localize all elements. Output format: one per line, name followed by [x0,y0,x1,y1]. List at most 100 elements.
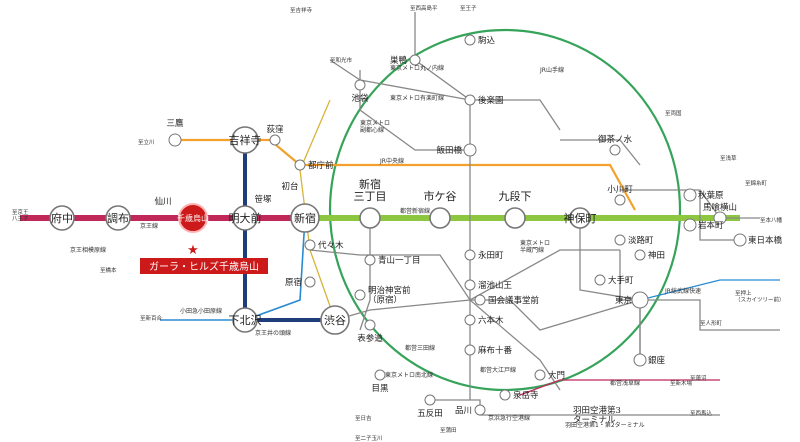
line-labels: JR山手線JR中央線京王線京王相模原線京王井の頭線小田急小田原線東京メトロ丸ノ内… [12,4,785,442]
station-marker-korakuen[interactable] [464,94,476,106]
station-marker-shinjuku3[interactable] [359,207,381,229]
station-marker-omotesando[interactable] [364,319,376,331]
line-label-metro_yurakucho: 東京メトロ有楽町線 [390,94,444,102]
station-label-shinjuku: 新宿 [294,211,316,225]
station-marker-ochanomizu[interactable] [609,144,621,156]
station-marker-sugamo[interactable] [409,54,421,66]
station-label-akihabara: 秋葉原 [698,190,724,201]
station-label-sengakuji: 泉岳寺 [513,390,539,401]
station-label-aoyama1: 青山一丁目 [378,255,421,266]
station-marker-awajicho[interactable] [614,234,626,246]
line-label-toei_oedo: 都営大江戸線 [480,366,516,374]
station-marker-komagome[interactable] [464,34,476,46]
station-marker-yoyogi[interactable] [304,239,316,251]
station-marker-meijijingu[interactable] [354,289,366,301]
station-marker-nagatacho[interactable] [464,249,476,261]
station-marker-jimbocho[interactable] [569,207,591,229]
highlight-banner [140,258,268,274]
station-marker-iwamotocho[interactable] [683,218,697,232]
station-marker-sengakuji[interactable] [499,389,511,401]
station-label-kichijoji: 吉祥寺 [229,133,262,147]
highlight-banner-label: ガーラ・ヒルズ千歳烏山 [149,260,259,273]
station-marker-akihabara[interactable] [683,188,697,202]
station-marker-tochomae[interactable] [294,159,306,171]
station-label-ochanomizu: 御茶ノ水 [598,134,633,145]
metro-line-i [579,218,641,360]
terminal-label-north_sugamo: 至西高島平 [410,4,438,12]
station-label-tameikesanno: 溜池山王 [478,280,513,291]
metro-line-b [414,12,471,150]
station-marker-ginza[interactable] [633,353,647,367]
station-marker-shinagawa[interactable] [474,404,486,416]
station-marker-mitaka[interactable] [168,133,182,147]
station-label-kudanshita: 九段下 [499,189,532,203]
station-marker-iidabashi[interactable] [463,143,477,157]
station-label-ichigaya: 市ケ谷 [424,189,457,203]
station-marker-ichigaya[interactable] [429,207,451,229]
station-marker-shimokitazawa[interactable] [232,307,258,333]
station-marker-higashinihombashi[interactable] [733,233,747,247]
odakyu-line [160,217,306,321]
station-marker-fuchu[interactable] [49,205,75,231]
metro-line-o [639,279,780,301]
station-marker-ogawamachi[interactable] [614,194,626,206]
station-label-otemachi: 大手町 [608,275,634,286]
line-label-jr_chuo: JR中央線 [379,157,404,165]
station-marker-roppongi[interactable] [464,314,476,326]
station-label-sengawa: 仙川 [154,196,171,207]
station-marker-meidaimae[interactable] [232,205,258,231]
station-label-chofu: 調布 [107,211,129,225]
station-marker-kokkaigijidomae[interactable] [474,294,486,306]
line-label-keio_line: 京王線 [140,222,158,230]
station-marker-shibuya[interactable] [320,305,350,335]
station-marker-otemachi[interactable] [594,274,606,286]
station-marker-tameikesanno[interactable] [464,279,476,291]
station-marker-harajuku[interactable] [304,276,316,288]
terminal-label-south_meguro: 至日吉 [355,415,372,422]
metro-line-j [640,299,780,331]
station-marker-bakuroyokoyama[interactable] [713,211,727,225]
station-marker-ikebukuro[interactable] [354,79,366,91]
station-marker-azabujuban[interactable] [464,344,476,356]
station-label-hatsudai: 初台 [281,181,298,192]
terminal-label-shibuya_label: 至二子玉川 [355,435,383,442]
metro-line-l [699,190,740,241]
line-label-metro_fukutoshin: 東京メトロ副都心線 [360,119,390,134]
station-label-nagatacho: 永田町 [478,250,504,261]
line-label-metro_marunouchi: 東京メトロ丸ノ内線 [390,64,444,72]
station-label-komagome: 駒込 [478,35,496,46]
station-label-meidaimae: 明大前 [229,211,262,225]
station-marker-tokyo[interactable] [631,291,649,309]
station-markers [49,34,747,416]
station-marker-gotanda[interactable] [424,394,436,406]
terminal-label-east_asakusa: 至浅草 [720,154,737,162]
station-marker-kanda[interactable] [634,249,646,261]
station-marker-kichijoji[interactable] [231,126,259,154]
station-marker-daimon[interactable] [534,369,546,381]
highlight-station-marker[interactable] [178,203,208,233]
station-label-shinjuku3: 新宿三丁目 [354,177,387,203]
station-label-ogawamachi: 小川町 [607,184,633,195]
station-label-tokyo: 東京 [615,295,632,306]
terminal-label-south_gotanda: 至西馬込 [690,409,713,417]
station-marker-meguro[interactable] [374,369,386,381]
station-label-daimon: 大門 [548,370,565,381]
terminal-label-east_skytree: 至押上（スカイツリー前） [735,289,785,304]
station-marker-ogikubo[interactable] [269,134,281,146]
station-marker-kudanshita[interactable] [504,207,526,229]
line-label-jr_yamanote: JR山手線 [539,66,564,74]
station-marker-chofu[interactable] [105,205,131,231]
station-marker-aoyama1[interactable] [364,254,376,266]
station-label-fuchu: 府中 [51,211,73,225]
metro-line-q [560,139,641,166]
station-label-bakuroyokoyama: 馬喰横山 [703,202,737,213]
station-label-iidabashi: 飯田橋 [436,145,462,156]
station-label-higashinihombashi: 東日本橋 [748,235,783,246]
station-label-meguro: 目黒 [371,384,389,394]
station-label-shinagawa: 品川 [455,406,472,416]
station-marker-shinjuku[interactable] [290,203,320,233]
terminal-label-north_saitama: 至和光市 [330,56,353,64]
line-label-metro_hanzomon: 東京メトロ半蔵門線 [520,239,550,254]
station-label-korakuen: 後楽園 [478,95,504,106]
